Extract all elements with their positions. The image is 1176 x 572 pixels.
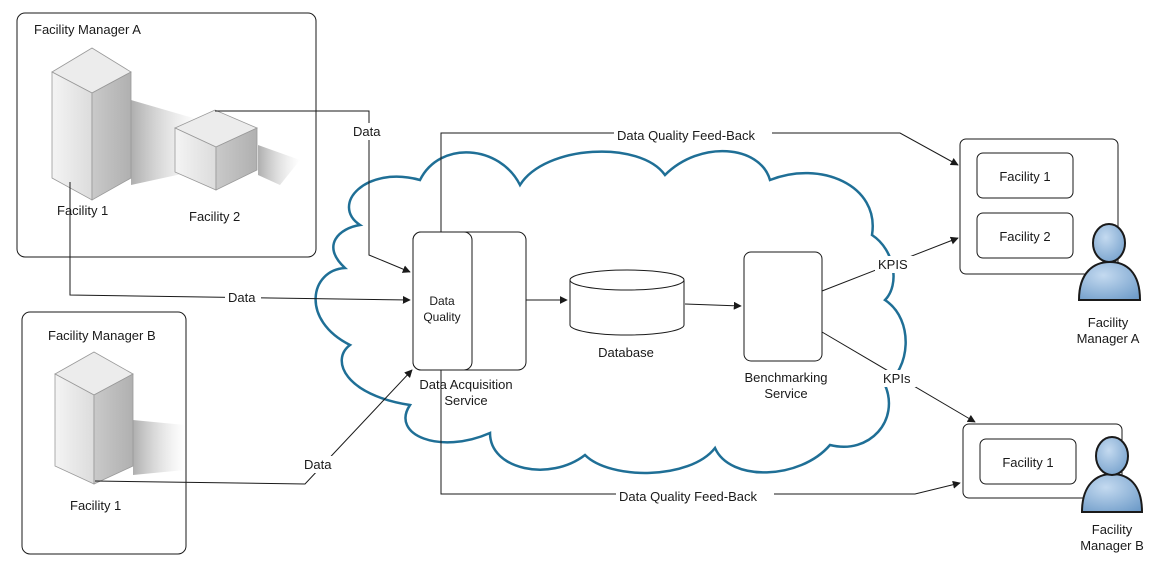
benchmarking-label-2: Service xyxy=(764,386,807,401)
manager-b-panel: Facility 1 Facility Manager B xyxy=(962,423,1144,553)
manager-a-title: Facility Manager A xyxy=(34,22,141,37)
panel-b-facility-1: Facility 1 xyxy=(1002,455,1053,470)
manager-a-panel: Facility 1 Facility 2 Facility Manager A xyxy=(959,138,1142,346)
panel-b-name-1: Facility xyxy=(1092,522,1133,537)
edge-data-top xyxy=(215,110,411,273)
person-icon xyxy=(1077,223,1142,301)
edge-label-feedback-top: Data Quality Feed-Back xyxy=(617,128,756,143)
panel-a-facility-2: Facility 2 xyxy=(999,229,1050,244)
server-cube-icon xyxy=(174,109,300,191)
database-label: Database xyxy=(598,345,654,360)
panel-a-name-1: Facility xyxy=(1088,315,1129,330)
edge-label-data-mid: Data xyxy=(228,290,256,305)
manager-b-title: Facility Manager B xyxy=(48,328,156,343)
edge-feedback-bottom xyxy=(440,370,961,495)
edge-label-kpis-a: KPIS xyxy=(878,257,908,272)
benchmarking-label-1: Benchmarking xyxy=(744,370,827,385)
panel-a-name-2: Manager A xyxy=(1077,331,1140,346)
manager-b-facility-1-label: Facility 1 xyxy=(70,498,121,513)
edge-labels: Data Data Data Data Quality Feed-Back Da… xyxy=(225,123,916,504)
manager-a-facility-2-label: Facility 2 xyxy=(189,209,240,224)
edge-label-feedback-bottom: Data Quality Feed-Back xyxy=(619,489,758,504)
panel-a-facility-1: Facility 1 xyxy=(999,169,1050,184)
benchmarking-service-node: Benchmarking Service xyxy=(743,251,828,401)
data-quality-label-1: Data xyxy=(429,294,455,308)
acquisition-label-2: Service xyxy=(444,393,487,408)
server-tower-icon xyxy=(54,351,185,485)
edge-label-data-bottom: Data xyxy=(304,457,332,472)
acquisition-label-1: Data Acquisition xyxy=(419,377,512,392)
cloud-shape xyxy=(314,149,907,475)
panel-b-name-2: Manager B xyxy=(1080,538,1144,553)
edge-db-to-bench xyxy=(684,301,742,310)
manager-a-group: Facility Manager A Facility 1 Facility 2 xyxy=(16,12,317,258)
data-quality-label-2: Quality xyxy=(423,310,460,324)
edge-data-mid xyxy=(69,182,411,304)
database-cylinder-icon: Database xyxy=(569,269,685,360)
edge-data-bottom xyxy=(94,369,413,485)
edge-label-kpis-b: KPIs xyxy=(883,371,911,386)
edge-label-data-top: Data xyxy=(353,124,381,139)
manager-a-facility-1-label: Facility 1 xyxy=(57,203,108,218)
acquisition-service-node: Data Quality Data Acquisition Service xyxy=(412,231,527,408)
person-icon xyxy=(1080,436,1144,513)
manager-b-group: Facility Manager B Facility 1 xyxy=(21,311,187,555)
